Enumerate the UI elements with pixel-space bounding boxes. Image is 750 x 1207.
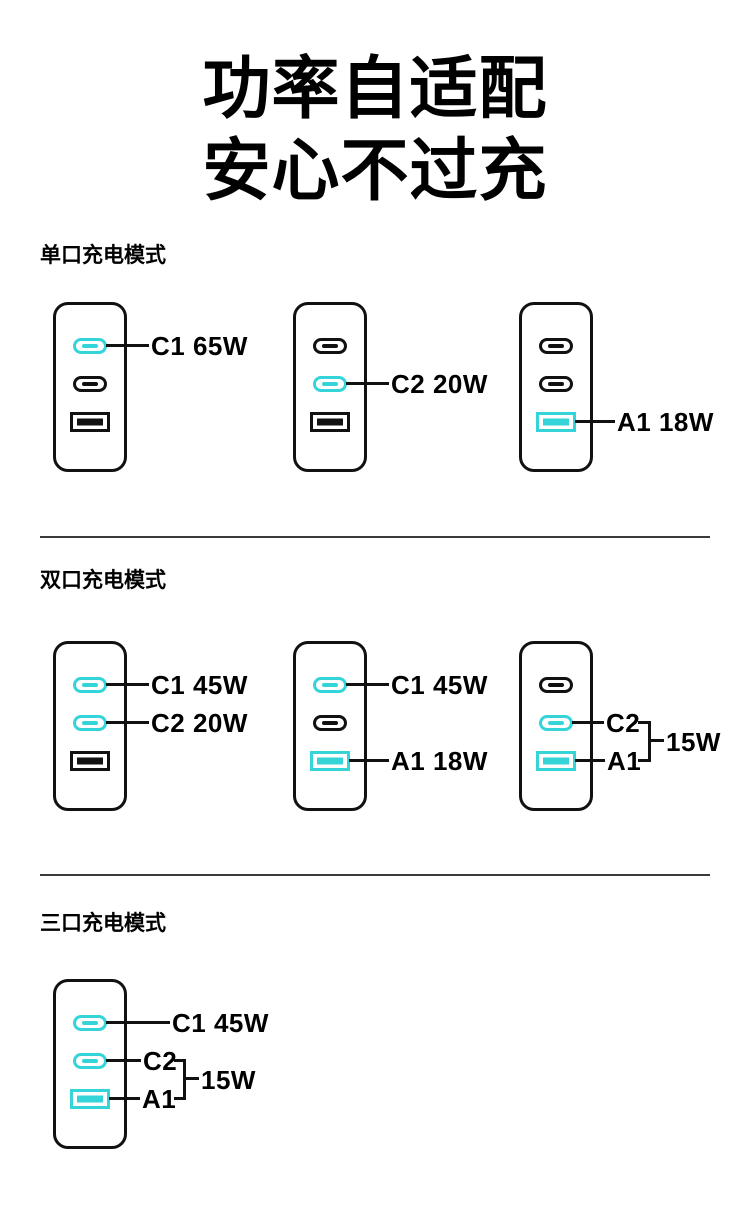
section-divider: [40, 874, 710, 876]
bracket-line: [638, 759, 651, 762]
callout-label-c1: C1 65W: [151, 331, 248, 361]
usb-c-port-c1-icon: [313, 338, 347, 354]
charger-diagram: [53, 979, 127, 1149]
usb-c-port-c1-icon: [73, 677, 107, 693]
callout-line: [346, 382, 389, 385]
usb-c-port-c1-icon: [73, 1015, 107, 1031]
usb-a-port-a1-icon: [310, 412, 350, 432]
charger-diagram: [53, 641, 127, 811]
section-heading-dual-port: 双口充电模式: [40, 569, 166, 592]
charger-diagram: [293, 641, 367, 811]
bracket-line: [183, 1077, 199, 1080]
charger-diagram: [519, 302, 593, 472]
callout-label-c1: C1 45W: [391, 670, 488, 700]
callout-label-c1: C1 45W: [172, 1008, 269, 1038]
callout-line: [575, 420, 615, 423]
usb-a-port-a1-icon: [310, 751, 350, 771]
callout-label-c2: C2 20W: [151, 708, 248, 738]
usb-a-port-a1-icon: [70, 412, 110, 432]
callout-label-c2: C2: [143, 1046, 178, 1076]
callout-line: [346, 683, 389, 686]
callout-label-shared: 15W: [666, 727, 721, 757]
usb-c-port-c2-icon: [539, 715, 573, 731]
usb-c-port-c1-icon: [539, 338, 573, 354]
usb-a-port-a1-icon: [70, 1089, 110, 1109]
usb-a-port-a1-icon: [536, 751, 576, 771]
usb-c-port-c2-icon: [539, 376, 573, 392]
section-heading-triple-port: 三口充电模式: [40, 912, 166, 935]
callout-label-shared: 15W: [201, 1065, 256, 1095]
bracket-line: [648, 739, 664, 742]
usb-c-port-c2-icon: [73, 1053, 107, 1069]
page-title-line-1: 功率自适配: [202, 51, 548, 127]
usb-a-port-a1-icon: [536, 412, 576, 432]
usb-c-port-c1-icon: [73, 338, 107, 354]
charger-diagram: [519, 641, 593, 811]
bracket-line: [174, 1097, 186, 1100]
page-title: 功率自适配 安心不过充: [0, 48, 750, 212]
callout-label-a1: A1 18W: [617, 407, 714, 437]
usb-c-port-c2-icon: [313, 376, 347, 392]
section-divider: [40, 536, 710, 538]
callout-line: [106, 683, 149, 686]
callout-line: [575, 759, 605, 762]
callout-label-a1: A1 18W: [391, 746, 488, 776]
usb-c-port-c2-icon: [73, 715, 107, 731]
callout-label-c2: C2: [606, 708, 641, 738]
page-title-line-2: 安心不过充: [202, 133, 548, 209]
usb-c-port-c1-icon: [539, 677, 573, 693]
charger-diagram: [53, 302, 127, 472]
bracket-line: [638, 721, 651, 724]
callout-label-c1: C1 45W: [151, 670, 248, 700]
callout-line: [349, 759, 389, 762]
callout-label-a1: A1: [142, 1084, 177, 1114]
bracket-line: [174, 1059, 186, 1062]
usb-a-port-a1-icon: [70, 751, 110, 771]
section-heading-single-port: 单口充电模式: [40, 244, 166, 267]
usb-c-port-c2-icon: [313, 715, 347, 731]
usb-c-port-c1-icon: [313, 677, 347, 693]
callout-label-c2: C2 20W: [391, 369, 488, 399]
charger-diagram: [293, 302, 367, 472]
callout-line: [106, 721, 149, 724]
callout-line: [109, 1097, 140, 1100]
callout-line: [106, 1021, 170, 1024]
callout-line: [572, 721, 604, 724]
callout-line: [106, 344, 149, 347]
usb-c-port-c2-icon: [73, 376, 107, 392]
callout-line: [106, 1059, 141, 1062]
callout-label-a1: A1: [607, 746, 642, 776]
